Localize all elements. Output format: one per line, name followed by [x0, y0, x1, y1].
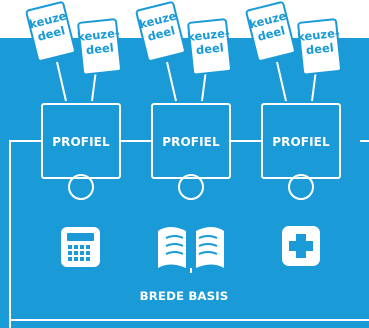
elective-card-2a-line-2: deel — [146, 23, 176, 43]
profile-label-3: PROFIEL — [272, 135, 330, 149]
calculator-icon — [61, 227, 100, 267]
elective-card-2b-line-2: deel — [195, 40, 224, 57]
profile-knob-2 — [178, 174, 204, 200]
profile-box-2 — [151, 103, 231, 179]
elective-card-2b — [187, 18, 232, 76]
elective-card-3b-line-2: deel — [305, 40, 334, 57]
elective-card-1a-line-2: deel — [36, 23, 66, 43]
elective-card-3a — [245, 1, 296, 62]
elective-card-3a-line-2: deel — [256, 23, 286, 43]
profile-knob-3 — [288, 174, 314, 200]
elective-card-1b — [77, 18, 122, 76]
base-label: BREDE BASIS — [140, 289, 229, 303]
profile-label-1: PROFIEL — [52, 135, 110, 149]
outline-left — [9, 140, 42, 328]
elective-card-2a — [135, 1, 186, 62]
blue-background — [0, 38, 369, 328]
medical-cross-icon — [282, 226, 320, 266]
profile-box-1 — [41, 103, 121, 179]
card-link-1a — [56, 61, 67, 102]
profile-knob-1 — [68, 174, 94, 200]
card-link-3a — [276, 61, 287, 102]
elective-card-2b-line-1: keuze- — [186, 26, 230, 44]
profile-box-3 — [261, 103, 341, 179]
elective-card-1a — [25, 1, 76, 62]
elective-card-1b-line-1: keuze- — [76, 26, 120, 44]
elective-card-3b-line-1: keuze- — [296, 26, 340, 44]
profile-label-2: PROFIEL — [162, 135, 220, 149]
card-link-2a — [166, 61, 177, 102]
book-icon — [158, 227, 224, 273]
elective-card-3b — [297, 18, 342, 76]
elective-card-1b-line-2: deel — [85, 40, 114, 57]
